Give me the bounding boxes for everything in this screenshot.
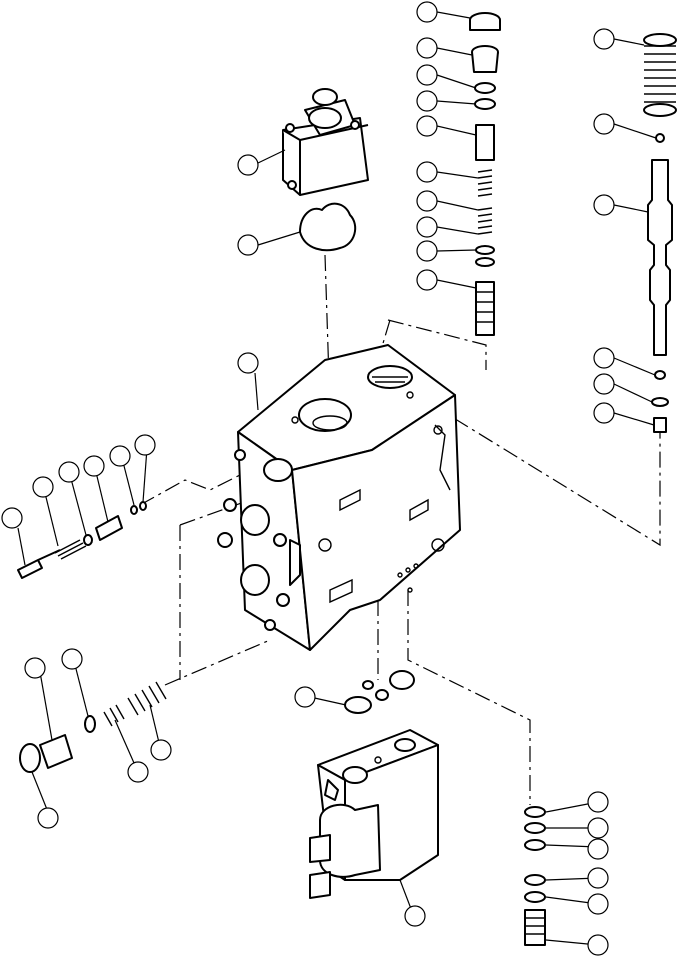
callout-lower-4 bbox=[127, 761, 149, 783]
callout-solenoid bbox=[404, 905, 426, 927]
callout-spool-washer bbox=[593, 373, 615, 395]
callout-left-4 bbox=[83, 455, 105, 477]
callout-right-4 bbox=[587, 867, 609, 889]
callout-left-3 bbox=[58, 461, 80, 483]
callout-lower-1 bbox=[24, 657, 46, 679]
callout-left-2 bbox=[32, 476, 54, 498]
callout-spool-end bbox=[593, 402, 615, 424]
callout-right-6 bbox=[587, 934, 609, 956]
callout-top-4 bbox=[416, 90, 438, 112]
spool-stack bbox=[643, 33, 677, 433]
callout-cover-gasket bbox=[237, 234, 259, 256]
callout-right-5 bbox=[587, 893, 609, 915]
cover-gasket bbox=[299, 202, 357, 252]
callout-top-5 bbox=[416, 115, 438, 137]
left-lower-parts bbox=[19, 681, 167, 773]
callout-right-3 bbox=[587, 838, 609, 860]
callout-top-10 bbox=[416, 269, 438, 291]
top-cover bbox=[282, 88, 369, 196]
callout-top-8 bbox=[416, 216, 438, 238]
callout-lower-5 bbox=[150, 739, 172, 761]
callout-left-1 bbox=[1, 507, 23, 529]
callout-spring-top bbox=[593, 28, 615, 50]
callout-spool-nut bbox=[593, 347, 615, 369]
callout-circles bbox=[1, 1, 615, 956]
top-stack bbox=[469, 12, 501, 336]
callout-top-6 bbox=[416, 161, 438, 183]
valve-body bbox=[217, 344, 461, 651]
callout-spring-seat bbox=[593, 113, 615, 135]
o-rings bbox=[344, 670, 546, 946]
callout-top-1 bbox=[416, 1, 438, 23]
callout-lower-2 bbox=[61, 648, 83, 670]
callout-left-6 bbox=[134, 434, 156, 456]
callout-orings bbox=[294, 686, 316, 708]
callout-top-7 bbox=[416, 190, 438, 212]
callout-right-1 bbox=[587, 791, 609, 813]
callout-right-2 bbox=[587, 817, 609, 839]
callout-cover bbox=[237, 154, 259, 176]
callout-top-3 bbox=[416, 64, 438, 86]
left-upper-parts bbox=[17, 501, 147, 579]
callout-valve-body bbox=[237, 352, 259, 374]
callout-left-5 bbox=[109, 445, 131, 467]
callout-top-2 bbox=[416, 37, 438, 59]
callout-spool bbox=[593, 194, 615, 216]
callout-lower-3 bbox=[37, 807, 59, 829]
callout-top-9 bbox=[416, 240, 438, 262]
solenoid-block bbox=[309, 729, 439, 899]
